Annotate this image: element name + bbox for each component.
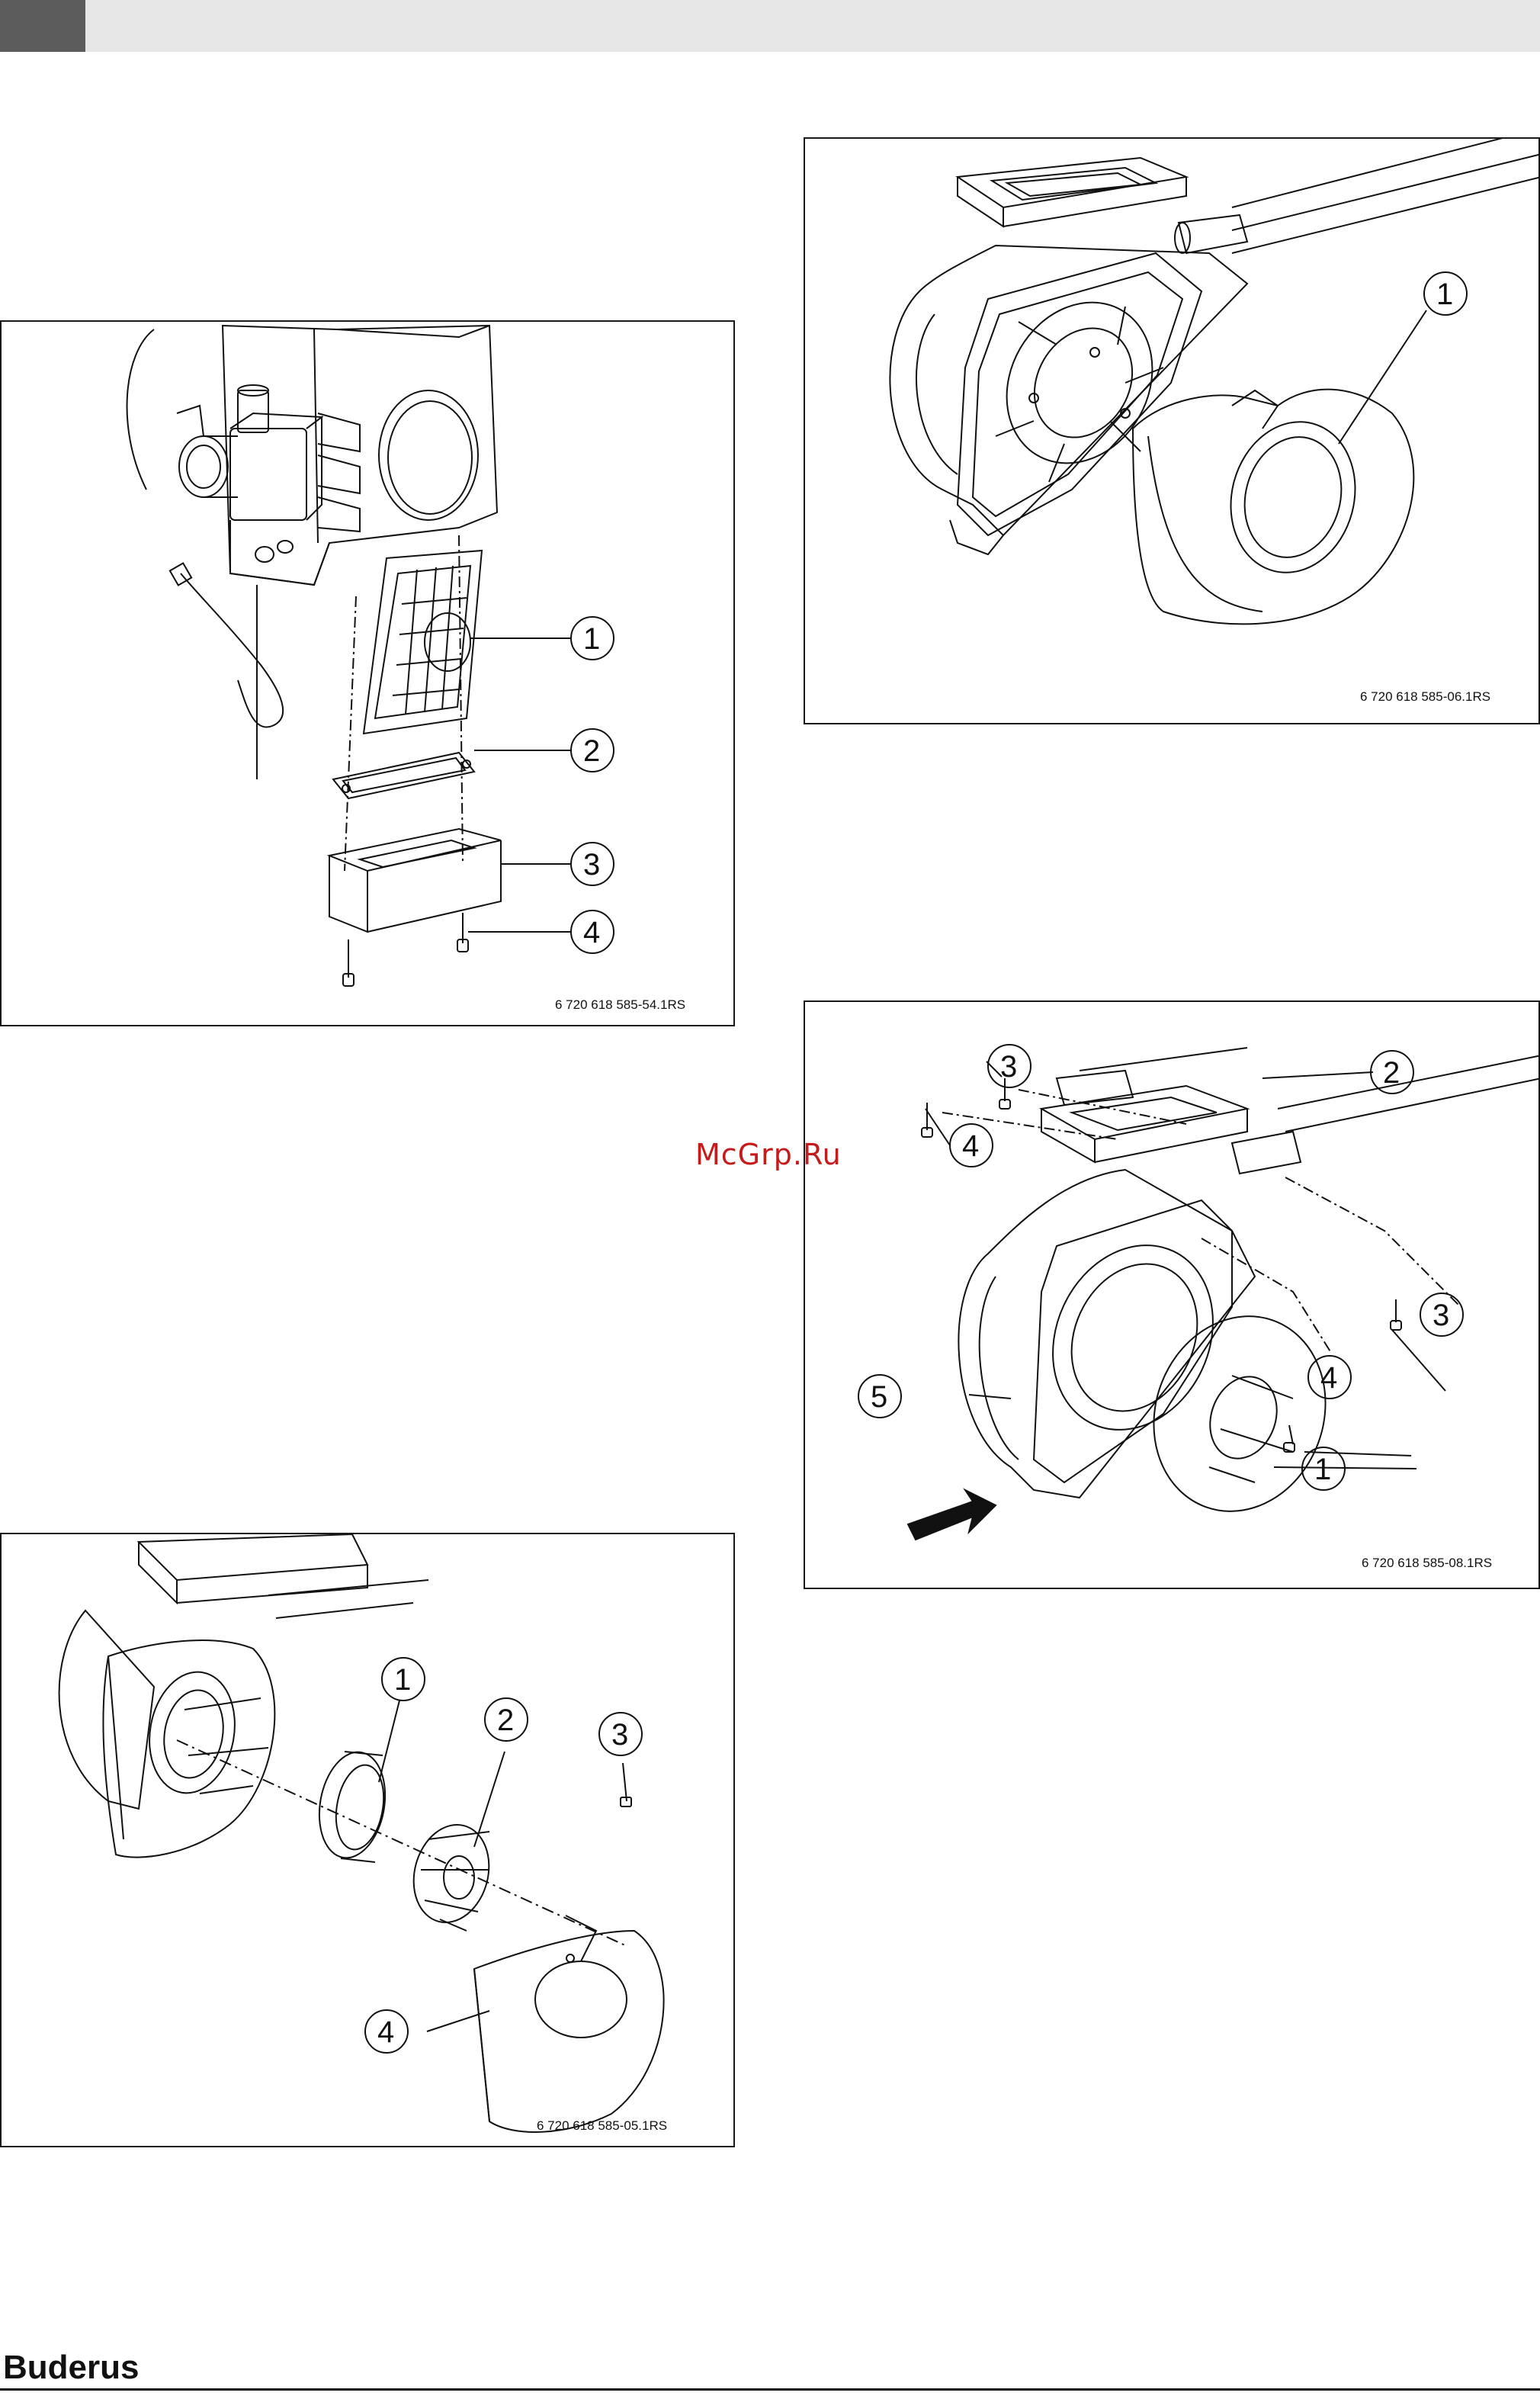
figure-filter-assembly: 1 2 3 4 6 720 618 585-54.1RS bbox=[0, 320, 735, 1026]
figure-code: 6 720 618 585-06.1RS bbox=[1360, 689, 1490, 705]
callout-4-left: 4 bbox=[962, 1129, 979, 1163]
brand-logo: Buderus bbox=[3, 2349, 139, 2387]
callout-2: 2 bbox=[497, 1704, 514, 1737]
callout-4-right: 4 bbox=[1320, 1361, 1337, 1395]
callout-3-right: 3 bbox=[1433, 1299, 1449, 1332]
figure-code: 6 720 618 585-54.1RS bbox=[555, 997, 685, 1013]
figure-code: 6 720 618 585-08.1RS bbox=[1362, 1556, 1492, 1571]
callout-2: 2 bbox=[583, 734, 600, 768]
callout-5: 5 bbox=[871, 1380, 887, 1414]
callout-3: 3 bbox=[583, 848, 600, 882]
callout-4: 4 bbox=[377, 2015, 394, 2049]
callout-1: 1 bbox=[583, 622, 600, 656]
filter-assembly-drawing: 1 2 3 4 bbox=[2, 322, 736, 1028]
cover-plate-screws-drawing: 3 2 4 3 4 5 1 bbox=[805, 1002, 1540, 1591]
figure-code: 6 720 618 585-05.1RS bbox=[537, 2118, 667, 2134]
figure-impeller-exploded: 1 2 3 4 6 720 618 585-05.1RS bbox=[0, 1533, 735, 2147]
header-tab bbox=[0, 0, 85, 52]
impeller-exploded-drawing: 1 2 3 4 bbox=[2, 1534, 736, 2149]
callout-1: 1 bbox=[394, 1663, 411, 1697]
callout-3-top: 3 bbox=[1000, 1050, 1017, 1084]
callout-1: 1 bbox=[1314, 1453, 1331, 1486]
callout-1: 1 bbox=[1436, 278, 1453, 311]
figure-cover-plate-screws: 3 2 4 3 4 5 1 6 720 618 585-08.1RS bbox=[804, 1000, 1540, 1589]
callout-3: 3 bbox=[611, 1718, 628, 1752]
header-bar bbox=[0, 0, 1540, 52]
watermark: McGrp.Ru bbox=[695, 1138, 842, 1171]
fan-housing-spiral-drawing: 1 bbox=[805, 139, 1540, 726]
figure-fan-housing-spiral: 1 6 720 618 585-06.1RS bbox=[804, 137, 1540, 724]
callout-4: 4 bbox=[583, 916, 600, 949]
callout-2: 2 bbox=[1383, 1056, 1400, 1090]
bottom-rule bbox=[0, 2388, 1540, 2391]
